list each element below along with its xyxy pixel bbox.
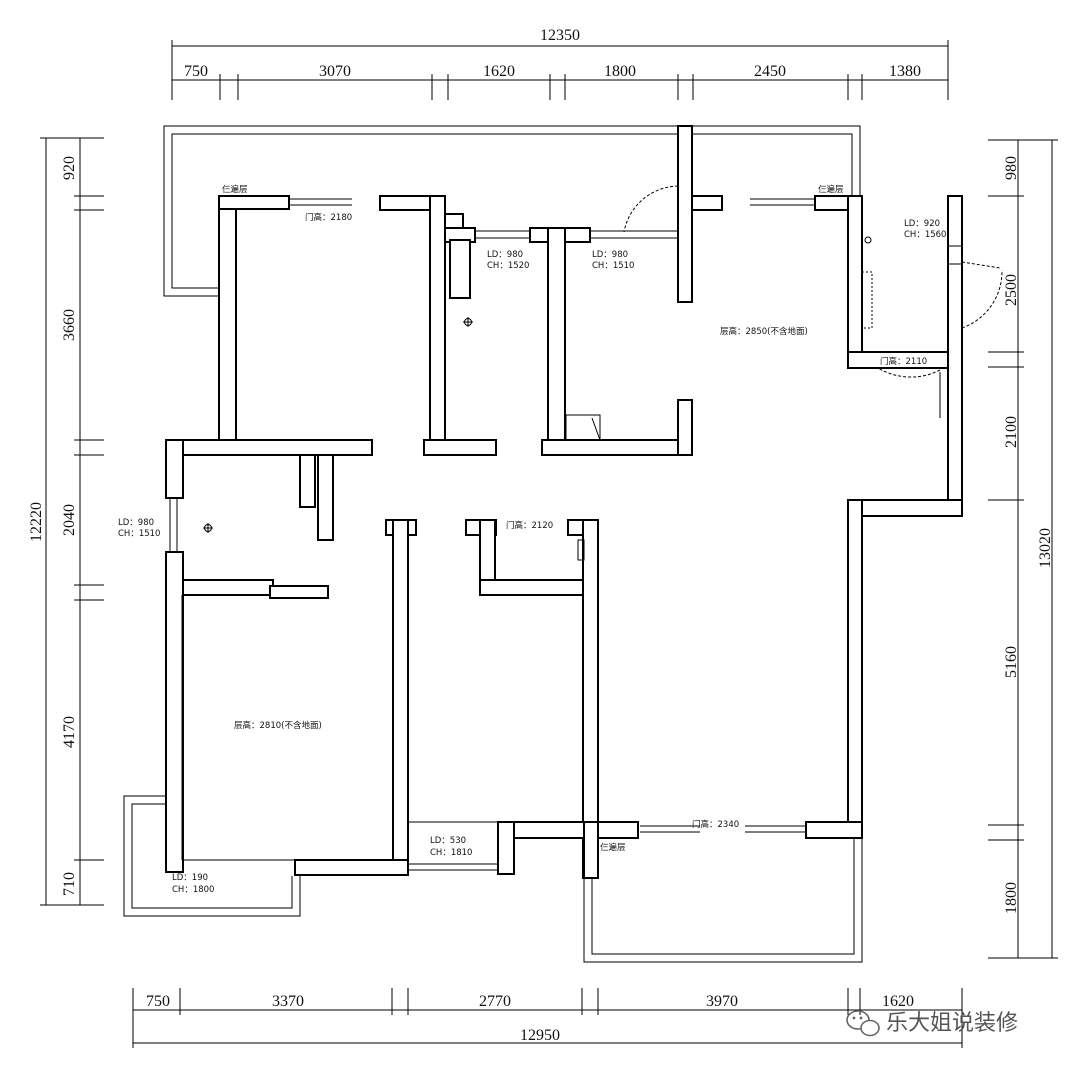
bottom-seg-4: 3970 [706, 993, 738, 1010]
top-seg-2: 3070 [319, 63, 351, 80]
wechat-icon [846, 1010, 880, 1037]
window-ch-note-b: CH：1510 [592, 261, 634, 271]
right-seg-3: 2100 [1003, 416, 1020, 448]
floor-height-note-bedroom: 层高：2810(不含地面) [234, 720, 322, 731]
left-total-dim: 12220 [28, 502, 45, 542]
top-seg-4: 1800 [604, 63, 636, 80]
window-ld-note-d: LD：980 [118, 518, 154, 528]
window-ld-note-b: LD：980 [592, 250, 628, 260]
door-height-note-entry: 门高：2110 [880, 356, 927, 367]
beam-note-top-right: 仨遍层 [818, 184, 844, 195]
beam-note-top-left: 仨遍层 [222, 184, 248, 195]
right-total-dim: 13020 [1037, 528, 1054, 568]
right-seg-5: 1800 [1003, 882, 1020, 914]
right-seg-1: 980 [1003, 156, 1020, 180]
door-height-note-bath: 门高：2120 [506, 520, 553, 531]
annotations: 仨遍层 门高：2180 LD：980 CH：1520 LD：980 CH：151… [118, 184, 946, 895]
window-ld-note-c: LD：920 [904, 219, 940, 229]
left-seg-3: 2040 [61, 504, 78, 536]
watermark-text: 乐大姐说装修 [886, 1011, 1018, 1036]
bottom-seg-2: 3370 [272, 993, 304, 1010]
right-seg-2: 2500 [1003, 274, 1020, 306]
window-ld-note-a: LD：980 [487, 250, 523, 260]
left-seg-5: 710 [61, 872, 78, 896]
beam-note-bottom: 仨遍层 [600, 842, 626, 853]
left-seg-1: 920 [61, 156, 78, 180]
door-height-note-balcony: 门高：2340 [692, 819, 739, 830]
bottom-seg-3: 2770 [479, 993, 511, 1010]
balconies [123, 125, 863, 963]
walls [165, 125, 963, 879]
window-ch-note-e: CH：1810 [430, 848, 472, 858]
left-seg-2: 3660 [61, 309, 78, 341]
door-height-note-bedroom: 门高：2180 [305, 212, 352, 223]
bottom-dimension-chain: 750 3370 2770 3970 1620 12950 [132, 988, 963, 1048]
bottom-seg-1: 750 [146, 993, 170, 1010]
left-dimension-chain: 12220 920 3660 2040 4170 710 [28, 137, 104, 906]
window-ch-note-c: CH：1560 [904, 230, 946, 240]
window-ch-note-d: CH：1510 [118, 529, 160, 539]
left-seg-4: 4170 [61, 716, 78, 748]
top-seg-5: 2450 [754, 63, 786, 80]
window-ld-note-f: LD：190 [172, 873, 208, 883]
top-seg-1: 750 [184, 63, 208, 80]
top-total-dim: 12350 [540, 27, 580, 44]
top-seg-6: 1380 [889, 63, 921, 80]
openings [169, 185, 1003, 871]
window-ch-note-a: CH：1520 [487, 261, 529, 271]
floor-height-note-living: 层高：2850(不含地面) [720, 326, 808, 337]
right-seg-4: 5160 [1003, 646, 1020, 678]
right-dimension-chain: 980 2500 2100 5160 1800 13020 [988, 139, 1058, 959]
bottom-total-dim: 12950 [520, 1027, 560, 1044]
top-seg-3: 1620 [483, 63, 515, 80]
window-ld-note-e: LD：530 [430, 836, 466, 846]
window-ch-note-f: CH：1800 [172, 885, 214, 895]
bottom-seg-5: 1620 [882, 993, 914, 1010]
watermark: 乐大姐说装修 [846, 1010, 1018, 1037]
top-dimension-chain: 12350 750 3070 1620 1800 2450 1380 [171, 27, 949, 100]
